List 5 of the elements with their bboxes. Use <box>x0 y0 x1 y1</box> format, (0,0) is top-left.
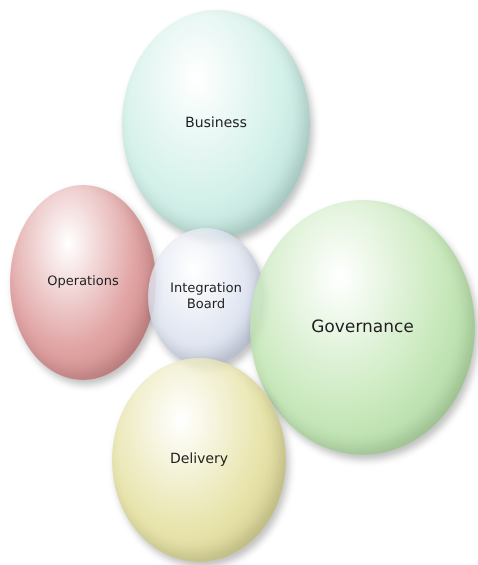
circle-label: Integration Board <box>169 280 243 314</box>
circle-label: Operations <box>47 274 119 291</box>
circle-label: Governance <box>311 316 414 338</box>
circle-label: Delivery <box>170 451 228 469</box>
circle-label: Business <box>185 115 247 133</box>
